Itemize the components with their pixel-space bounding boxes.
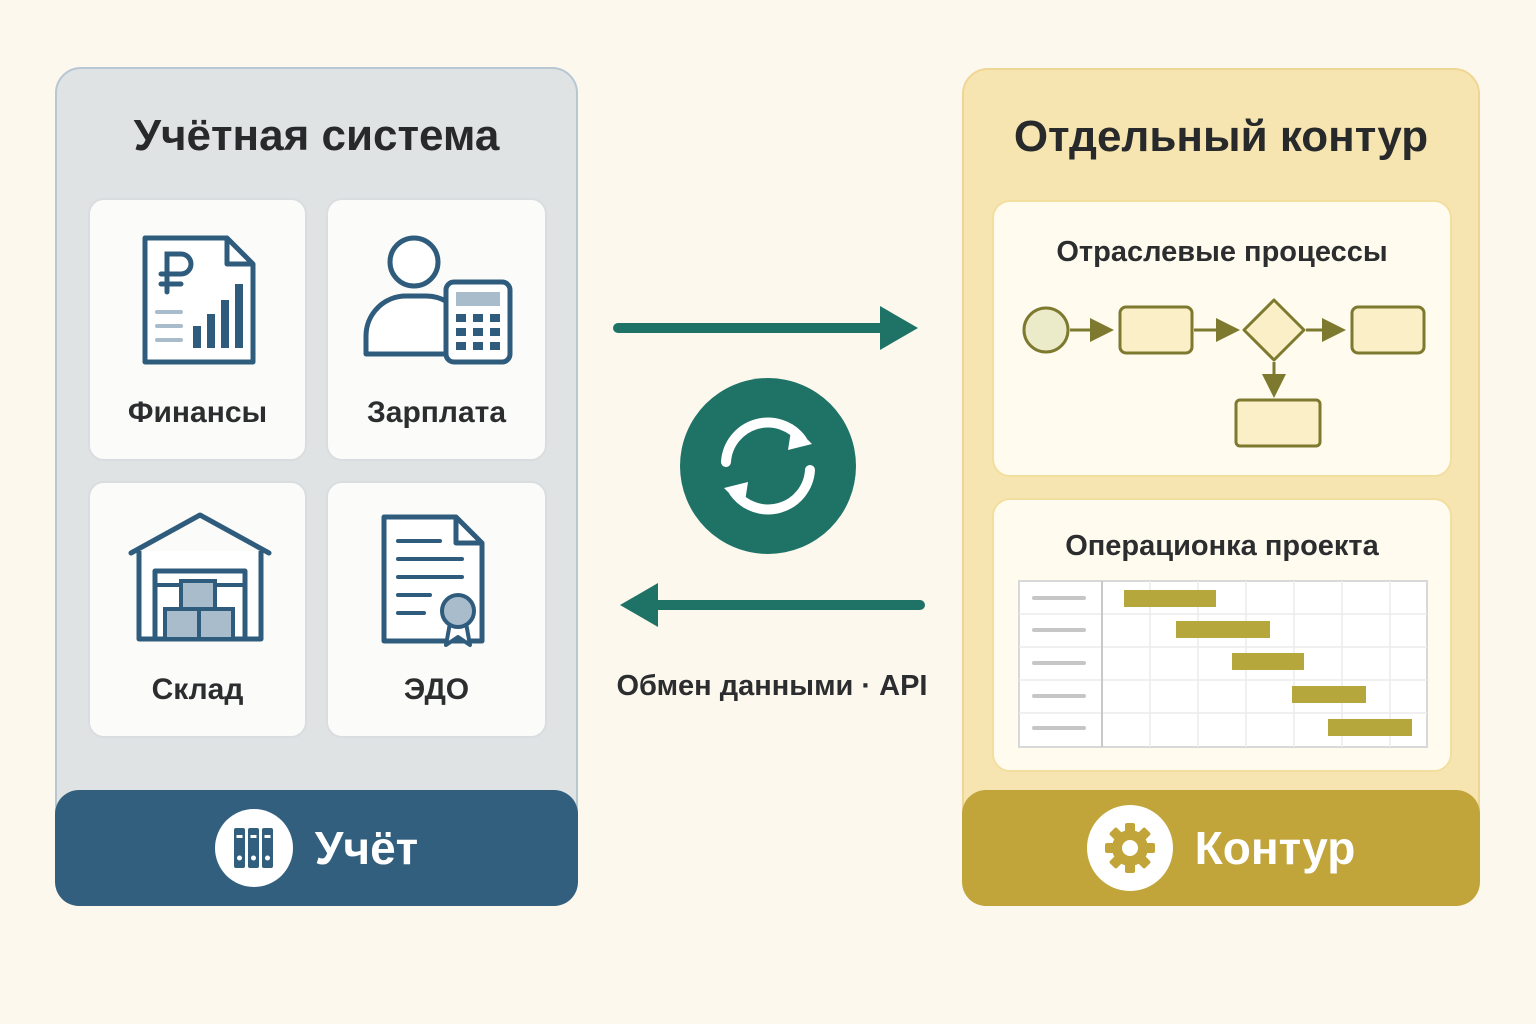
- tile-finance: Финансы: [88, 198, 307, 461]
- gear-icon: [1086, 805, 1173, 891]
- contour-footer-label: Контур: [1194, 822, 1356, 874]
- arrow-to-accounting: [620, 583, 925, 627]
- separate-contour-title: Отдельный контур: [1013, 112, 1429, 161]
- tile-edo: ЭДО: [326, 481, 547, 738]
- project-operations-card: Операционка проекта: [992, 498, 1452, 772]
- accounting-system-panel: Учётная система Финансы: [55, 67, 578, 906]
- tile-payroll-label: Зарплата: [366, 396, 507, 429]
- process-flowchart: [1022, 298, 1426, 448]
- separate-contour-panel: Отдельный контур Отраслевые процессы Опе…: [962, 68, 1480, 906]
- industry-processes-title: Отраслевые процессы: [1056, 236, 1388, 268]
- tile-payroll: Зарплата: [326, 198, 547, 461]
- certified-document-icon: [381, 514, 485, 647]
- project-operations-title: Операционка проекта: [1065, 530, 1379, 562]
- sync-icon: [680, 378, 856, 554]
- warehouse-icon: [128, 512, 272, 642]
- tile-edo-label: ЭДО: [403, 673, 470, 706]
- binders-icon: [214, 809, 293, 887]
- person-calculator-icon: [363, 235, 513, 365]
- tile-finance-label: Финансы: [127, 396, 268, 429]
- gantt-chart: [1018, 580, 1428, 748]
- accounting-system-title: Учётная система: [133, 111, 500, 160]
- arrow-to-contour: [613, 306, 918, 350]
- accounting-footer-label: Учёт: [314, 822, 419, 874]
- accounting-footer: Учёт: [55, 790, 578, 906]
- tile-warehouse-label: Склад: [151, 673, 244, 706]
- tile-warehouse: Склад: [88, 481, 307, 738]
- exchange-label: Обмен данными · API: [616, 670, 928, 702]
- ruble-report-icon: [142, 235, 256, 365]
- contour-footer: Контур: [962, 790, 1480, 906]
- industry-processes-card: Отраслевые процессы: [992, 200, 1452, 477]
